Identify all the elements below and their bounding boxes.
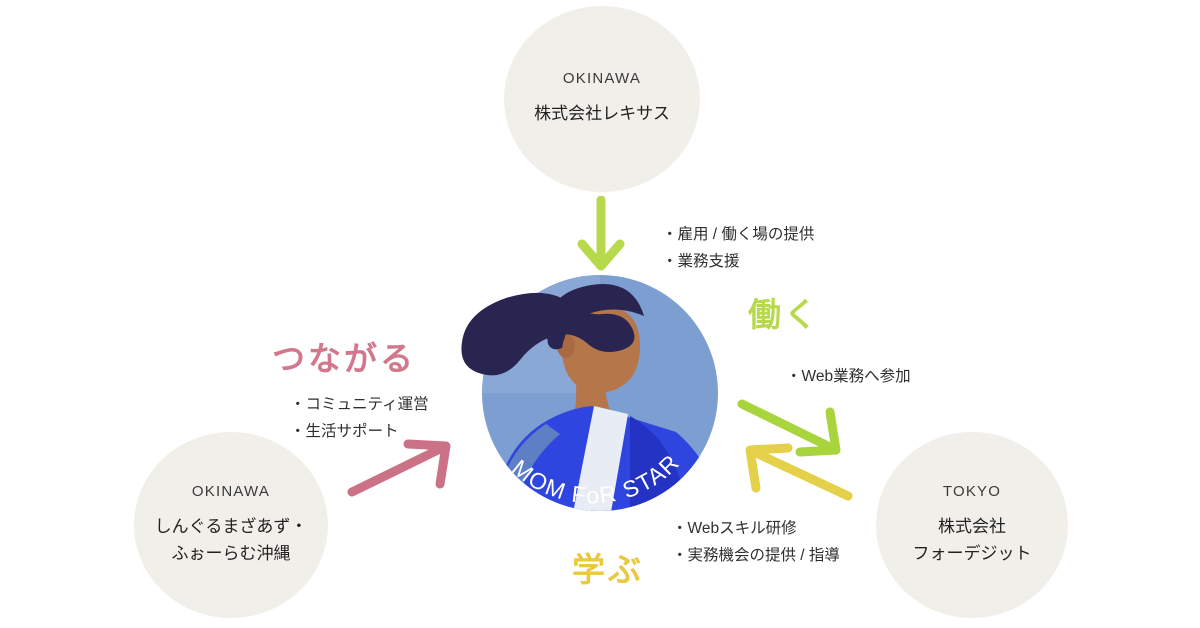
flow-detail-line: ・生活サポート xyxy=(290,422,399,440)
partner-bubble-okinawa-lexues: OKINAWA 株式会社レキサス xyxy=(504,6,700,192)
arrow-down-right-green-icon xyxy=(734,398,854,460)
arrow-up-right-pink-icon xyxy=(344,436,456,500)
partner-org-line-2: ふぉーらむ沖縄 xyxy=(171,543,291,563)
partner-region-label: TOKYO xyxy=(942,483,1002,501)
flow-detail-line: ・業務支援 xyxy=(662,252,740,270)
arrow-up-left-yellow-icon xyxy=(736,440,856,504)
arrow-down-green-icon xyxy=(556,195,646,276)
flow-detail-line: ・Webスキル研修 xyxy=(672,520,797,537)
center-illustration: MOM FoR STAR xyxy=(398,268,728,518)
flow-detail-line: ・雇用 / 働く場の提供 xyxy=(662,226,815,243)
flow-detail-employ: ・雇用 / 働く場の提供 ・業務支援 xyxy=(662,222,814,275)
flow-detail-learn: ・Webスキル研修 ・実務機会の提供 / 指導 xyxy=(672,516,840,569)
flow-detail-line: ・Web業務へ参加 xyxy=(786,368,911,385)
partner-org-line-1: 株式会社 xyxy=(938,517,1006,537)
flow-label-learn: 学ぶ xyxy=(572,551,644,588)
partner-org-name: しんぐるまざあず・ ふぉーらむ沖縄 xyxy=(155,514,308,567)
flow-label-work: 働く xyxy=(748,296,820,333)
flow-detail-line: ・実務機会の提供 / 指導 xyxy=(672,546,840,564)
flow-detail-line: ・コミュニティ運営 xyxy=(290,396,429,413)
hair-cap xyxy=(546,284,644,350)
shirt-panel xyxy=(572,406,628,511)
partner-bubble-okinawa-forum: OKINAWA しんぐるまざあず・ ふぉーらむ沖縄 xyxy=(134,432,328,618)
flow-detail-connect: ・コミュニティ運営 ・生活サポート xyxy=(290,392,429,445)
partner-org-line-1: しんぐるまざあず・ xyxy=(154,517,308,537)
flow-label-connect: つながる xyxy=(272,340,416,377)
partner-org-line-2: フォーデジット xyxy=(912,543,1032,563)
partner-region-label: OKINAWA xyxy=(191,483,271,501)
flow-detail-work: ・Web業務へ参加 xyxy=(786,364,911,391)
partner-org-name: 株式会社レキサス xyxy=(534,104,670,124)
ponytail-shape xyxy=(461,292,635,376)
partner-org-name: 株式会社 フォーデジット xyxy=(913,514,1032,567)
partner-region-label: OKINAWA xyxy=(562,70,642,88)
partner-bubble-tokyo-fourdigit: TOKYO 株式会社 フォーデジット xyxy=(876,432,1068,618)
